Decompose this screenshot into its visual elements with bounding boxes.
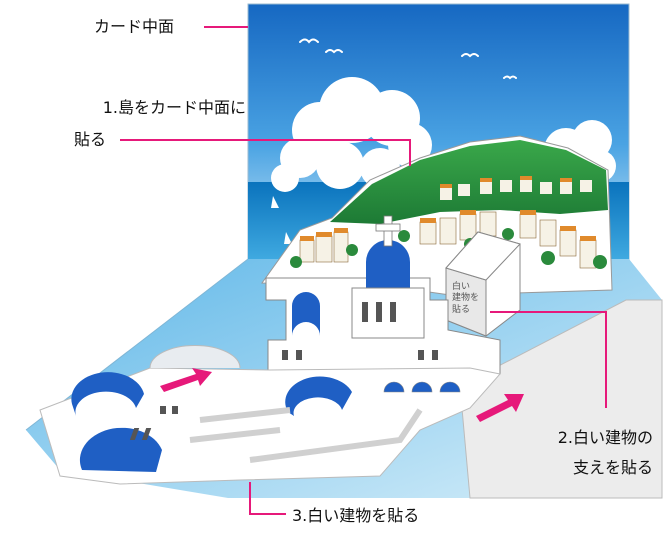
arrow-icon: [160, 368, 524, 422]
arches: [383, 381, 461, 393]
white-building-flat-piece: [39, 345, 501, 485]
cross-icon: [375, 215, 401, 247]
island-piece: [261, 135, 613, 296]
label-step1-line1: 1.島をカード中面に: [102, 98, 246, 117]
leader-step2: [490, 311, 607, 408]
label-step3: 3.白い建物を貼る: [292, 506, 420, 525]
label-step1-line2: 貼る: [74, 130, 107, 149]
label-step2-line1: 2.白い建物の: [557, 428, 653, 447]
seagull-icon: [299, 38, 517, 80]
support-text-line: 貼る: [452, 304, 471, 315]
support-text: 白い 建物を 貼る: [452, 282, 479, 316]
label-card-center: カード中面: [94, 17, 175, 36]
sailboat-icon: [271, 196, 292, 244]
support-text-line: 建物を: [452, 293, 480, 304]
white-church-building: [265, 215, 501, 377]
support-text-line: 白い: [452, 282, 471, 292]
leader-lines: [120, 26, 607, 515]
label-step2-line2: 支えを貼る: [572, 458, 653, 477]
leader-step1: [120, 139, 411, 166]
roof-tiles: [300, 176, 596, 241]
leader-step3: [249, 482, 286, 515]
white-building-support: [445, 231, 521, 337]
